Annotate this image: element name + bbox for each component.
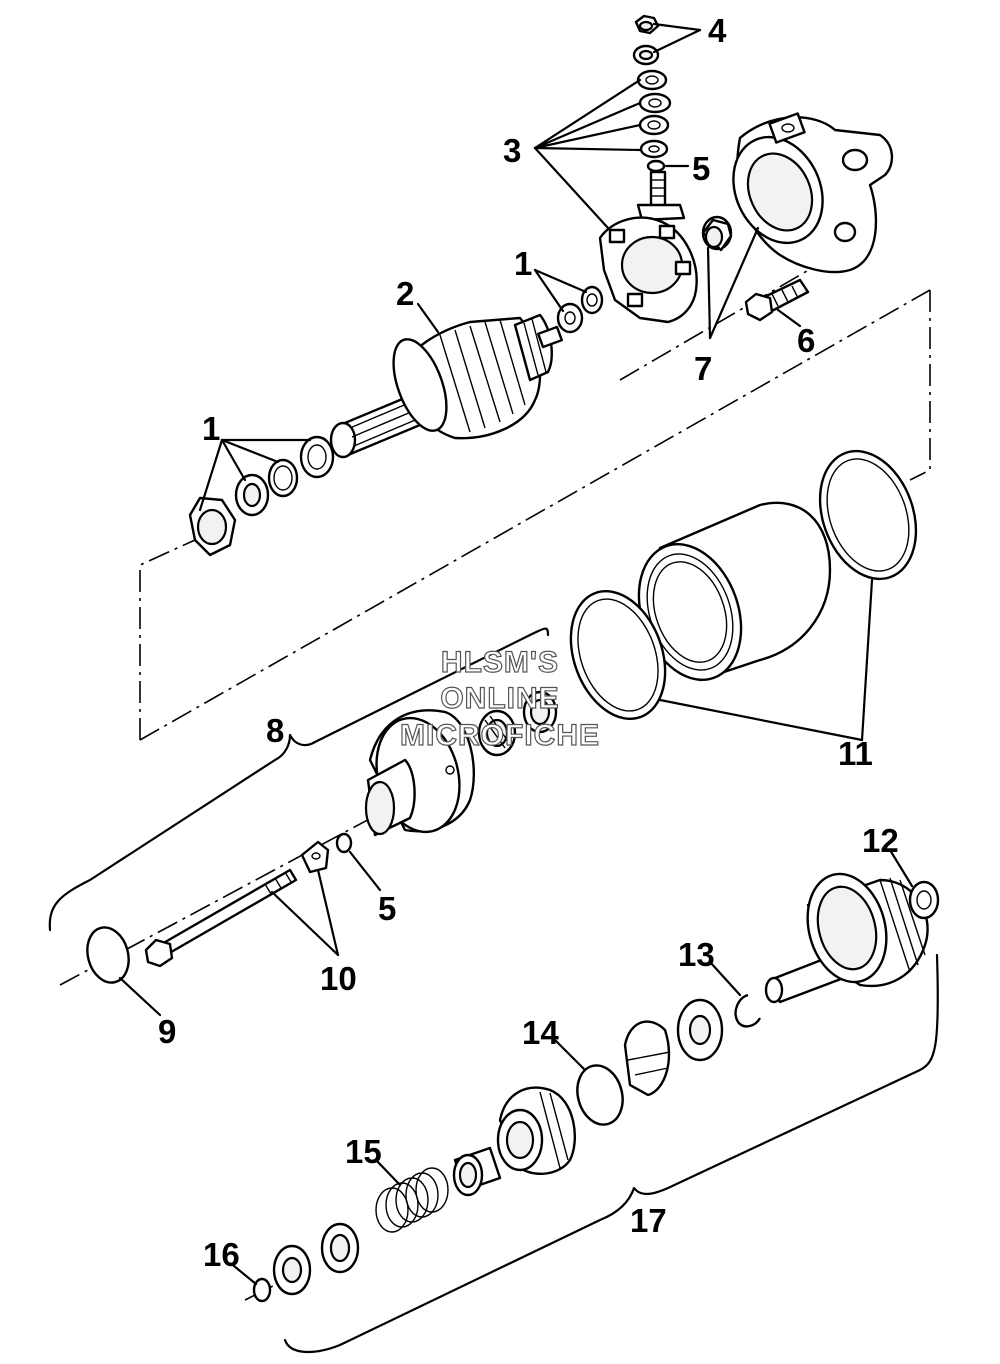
watermark: HLSM'S ONLINE MICROFICHE xyxy=(399,645,600,752)
callout-9: 9 xyxy=(158,1013,176,1050)
clutch-shaft-gear xyxy=(764,872,929,1004)
part-7-end-housing xyxy=(732,112,894,274)
part-2-armature xyxy=(329,313,563,459)
part-11-oring-small xyxy=(569,589,667,721)
callout-1-upper: 1 xyxy=(514,245,532,282)
group-8-brace xyxy=(48,627,550,932)
callout-13: 13 xyxy=(678,936,715,973)
callout-15: 15 xyxy=(345,1133,382,1170)
callout-5-lower: 5 xyxy=(378,890,396,927)
part-11-oring-large xyxy=(818,449,918,581)
part-5-oring-bottom xyxy=(335,832,353,854)
part-5-oring-top xyxy=(646,159,666,173)
callout-3: 3 xyxy=(503,132,521,169)
callout-16: 16 xyxy=(203,1236,240,1273)
watermark-line-2: ONLINE xyxy=(440,682,559,715)
stop-washer xyxy=(272,1244,312,1296)
brush-plate xyxy=(598,170,698,324)
clutch-washer-and-collar xyxy=(623,998,724,1097)
watermark-line-1: HLSM'S xyxy=(441,646,559,679)
group-17-brace xyxy=(283,953,939,1354)
part-1-shims-left xyxy=(188,435,335,557)
field-frame xyxy=(637,501,832,682)
callout-7: 7 xyxy=(694,350,712,387)
part-10-through-bolt xyxy=(144,840,330,968)
drive-end-housing xyxy=(364,690,558,837)
part-4-nuts xyxy=(632,14,660,66)
part-6-bolt xyxy=(744,278,810,322)
part-3-washers xyxy=(636,69,672,159)
sleeve xyxy=(452,1146,502,1197)
pinion-gear xyxy=(496,1086,577,1176)
watermark-line-3: MICROFICHE xyxy=(400,719,600,752)
callout-5-top: 5 xyxy=(692,150,710,187)
callout-labels: 4 3 5 1 2 6 7 1 8 11 5 12 10 9 13 14 15 … xyxy=(158,12,899,1273)
leader-lines xyxy=(118,22,914,1286)
callout-17: 17 xyxy=(630,1202,667,1239)
part-7-bushing xyxy=(701,215,733,252)
callout-8: 8 xyxy=(266,712,284,749)
callout-10: 10 xyxy=(320,960,357,997)
part-16-clip xyxy=(252,1277,272,1303)
spring-collar xyxy=(320,1222,360,1274)
part-12-washer xyxy=(908,880,940,920)
callout-12: 12 xyxy=(862,822,899,859)
part-14-ring xyxy=(576,1064,624,1126)
callout-6: 6 xyxy=(797,322,815,359)
callout-2: 2 xyxy=(396,275,414,312)
callout-14: 14 xyxy=(522,1014,559,1051)
part-9-snap-ring xyxy=(86,926,130,984)
callout-4: 4 xyxy=(708,12,727,49)
part-15-spring xyxy=(375,1167,449,1233)
callout-11: 11 xyxy=(838,735,873,772)
part-13-retaining-ring xyxy=(734,993,762,1028)
callout-1-left: 1 xyxy=(202,410,220,447)
part-1-shims-upper xyxy=(556,285,604,334)
